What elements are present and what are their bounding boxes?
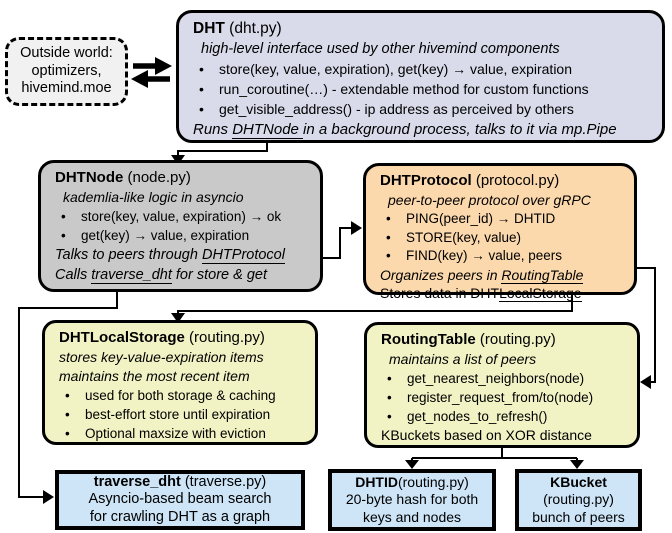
dhtprotocol-subtitle: peer-to-peer protocol over gRPC [388, 192, 591, 208]
dhtnode-bullet: store(key, value, expiration) → ok [55, 207, 312, 226]
routingtable-title: RoutingTable (routing.py) [381, 331, 556, 348]
arrow-routingtable-to-children [405, 448, 584, 469]
dht-bullet: get_visible_address() - ip address as pe… [193, 99, 654, 119]
dhtnode-subtitle: kademlia-like logic in asyncio [63, 189, 244, 205]
traverse-dht-box: traverse_dht (traverse.py) Asyncio-based… [55, 470, 305, 530]
dht-footer: Runs DHTNode in a background process, ta… [193, 121, 617, 139]
localstorage-link: LocalStorage [499, 285, 582, 302]
dhtnode-link: DHTNode [232, 121, 304, 139]
outside-world-line: Outside world: [20, 45, 113, 62]
kbucket-box: KBucket (routing.py) bunch of peers [515, 469, 642, 531]
dhtlocalstorage-box: DHTLocalStorage (routing.py) stores key-… [42, 320, 318, 445]
dhtlocalstorage-subtitle: maintains the most recent item [59, 368, 250, 384]
routingtable-box: RoutingTable (routing.py) maintains a li… [364, 322, 640, 448]
dhtid-line: 20-byte hash for both [345, 491, 479, 508]
dhtid-title: DHTID(routing.py) [355, 473, 469, 490]
kbucket-title: KBucket [550, 473, 607, 490]
dht-bullet: store(key, value, expiration), get(key) … [193, 59, 654, 79]
dhtnode-footer: Calls traverse_dht for store & get [55, 267, 267, 284]
dhtnode-bullet: get(key) → value, expiration [55, 226, 312, 245]
dhtlocalstorage-bullet: Optional maxsize with eviction [59, 424, 307, 443]
dhtprotocol-bullet: FIND(key) → value, peers [380, 247, 626, 266]
arrow-outside-to-dht [131, 57, 172, 88]
routingtable-bullet: register_request_from/to(node) [381, 388, 629, 407]
routingtable-link: RoutingTable [501, 266, 584, 284]
kbucket-line: bunch of peers [532, 508, 625, 525]
routingtable-subtitle: maintains a list of peers [389, 351, 537, 367]
traverse-dht-line: Asyncio-based beam search [88, 491, 272, 508]
dhtnode-title: DHTNode (node.py) [55, 169, 191, 186]
outside-world-line: optimizers, [31, 62, 102, 79]
dhtprotocol-title: DHTProtocol (protocol.py) [380, 172, 560, 189]
dhtprotocol-bullet: STORE(key, value) [380, 229, 626, 248]
dhtlocalstorage-subtitle: stores key-value-expiration items [59, 349, 264, 365]
dhtprotocol-footer: Stores data in DHTLocalStorage [380, 285, 582, 302]
outside-world-line: hivemind.moe [21, 80, 112, 97]
dht-box: DHT (dht.py) high-level interface used b… [176, 10, 665, 143]
dhtprotocol-bullet: PING(peer_id) → DHTID [380, 210, 626, 229]
routingtable-bullet: get_nodes_to_refresh() [381, 407, 629, 426]
traverse-dht-link: traverse_dht [91, 267, 172, 284]
dhtlocalstorage-bullet: used for both storage & caching [59, 386, 307, 405]
dht-bullet: run_coroutine(…) - extendable method for… [193, 79, 654, 99]
dhtlocalstorage-bullet: best-effort store until expiration [59, 405, 307, 424]
dht-title: DHT (dht.py) [193, 20, 282, 37]
traverse-dht-title: traverse_dht (traverse.py) [93, 473, 267, 490]
dhtid-box: DHTID(routing.py) 20-byte hash for both … [328, 469, 496, 531]
dhtprotocol-box: DHTProtocol (protocol.py) peer-to-peer p… [363, 163, 637, 302]
dht-subtitle: high-level interface used by other hivem… [201, 41, 560, 57]
traverse-dht-line: for crawling DHT as a graph [89, 508, 271, 525]
dhtprotocol-footer: Organizes peers in RoutingTable [380, 266, 584, 284]
dhtnode-box: DHTNode (node.py) kademlia-like logic in… [38, 160, 323, 292]
routingtable-footer: KBuckets based on XOR distance [381, 427, 592, 443]
dhtnode-footer: Talks to peers through DHTProtocol [55, 247, 285, 264]
kbucket-file: (routing.py) [543, 491, 614, 508]
dhtlocalstorage-title: DHTLocalStorage (routing.py) [59, 329, 265, 346]
routingtable-bullet: get_nearest_neighbors(node) [381, 369, 629, 388]
dhtid-line: keys and nodes [362, 508, 462, 525]
dhtprotocol-link: DHTProtocol [201, 247, 285, 264]
outside-world-box: Outside world: optimizers, hivemind.moe [5, 37, 128, 106]
